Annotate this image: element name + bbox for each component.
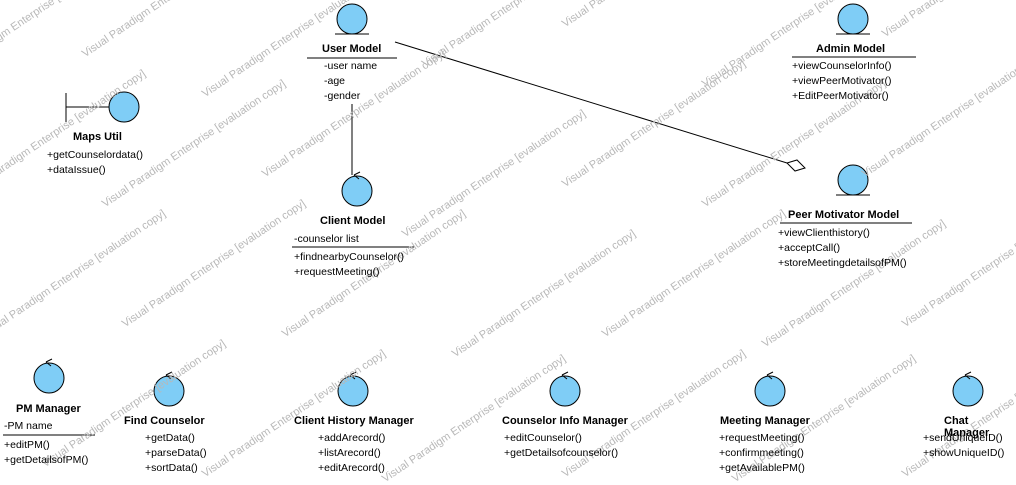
operation: +editPM() <box>4 439 50 451</box>
control-icon-meeting-manager <box>754 371 786 407</box>
operation: +viewClienthistory() <box>778 227 870 239</box>
control-icon-client-history-manager <box>337 371 369 407</box>
operation: +EditPeerMotivator() <box>792 90 889 102</box>
operation: +sortData() <box>145 462 198 474</box>
class-name: Peer Motivator Model <box>788 209 900 221</box>
class-name: Client Model <box>320 215 386 227</box>
operation: +requestMeeting() <box>719 432 805 444</box>
operation: +editCounselor() <box>504 432 582 444</box>
control-icon-find-counselor <box>153 371 185 407</box>
entity-icon-user-model <box>335 3 369 35</box>
class-name: PM Manager <box>16 403 81 415</box>
operation: +getDetailsofPM() <box>4 454 89 466</box>
attribute: -counselor list <box>294 233 359 245</box>
control-icon-pm-manager <box>33 358 65 394</box>
operation: +getCounselordata() <box>47 149 144 161</box>
class-name: Counselor Info Manager <box>502 415 628 427</box>
operation: +viewCounselorInfo() <box>792 60 892 72</box>
class-name: Maps Util <box>73 131 122 143</box>
control-icon-counselor-info-manager <box>549 371 581 407</box>
control-icon-client-model <box>341 171 373 207</box>
class-name: User Model <box>322 43 382 55</box>
operation: +getDetailsofcounselor() <box>504 447 619 459</box>
operation: +acceptCall() <box>778 242 841 254</box>
operation: +viewPeerMotivator() <box>792 75 892 87</box>
class-name: Client History Manager <box>294 415 414 427</box>
operation: +listArecord() <box>318 447 381 459</box>
attribute: -age <box>324 75 346 87</box>
operation: +requestMeeting() <box>294 266 380 278</box>
class-name: Meeting Manager <box>720 415 810 427</box>
operation: +addArecord() <box>318 432 386 444</box>
operation: +dataIssue() <box>47 164 106 176</box>
operation: +storeMeetingdetailsofPM() <box>778 257 907 269</box>
operation: +editArecord() <box>318 462 385 474</box>
aggregation-user-peer-motivator <box>394 41 806 172</box>
class-name: Find Counselor <box>124 415 205 427</box>
class-name: Chat Manager <box>944 415 990 439</box>
operation: +parseData() <box>145 447 207 459</box>
operation: +confirmmeeting() <box>719 447 804 459</box>
entity-icon-peer-motivator-model <box>836 164 870 196</box>
operation: +getAvailablePM() <box>719 462 805 474</box>
operation: +showUniqueID() <box>923 447 1005 459</box>
operation: +getData() <box>145 432 195 444</box>
control-icon-chat-manager <box>952 371 984 407</box>
operation: +sendUniqueID() <box>923 432 1003 444</box>
operation: +findnearbyCounselor() <box>294 251 405 263</box>
attribute: -user name <box>324 60 378 72</box>
attribute: -gender <box>324 90 361 102</box>
entity-icon-admin-model <box>836 3 870 35</box>
class-name: Admin Model <box>816 43 886 55</box>
boundary-icon-maps-util <box>65 91 140 123</box>
attribute: -PM name <box>4 420 53 432</box>
